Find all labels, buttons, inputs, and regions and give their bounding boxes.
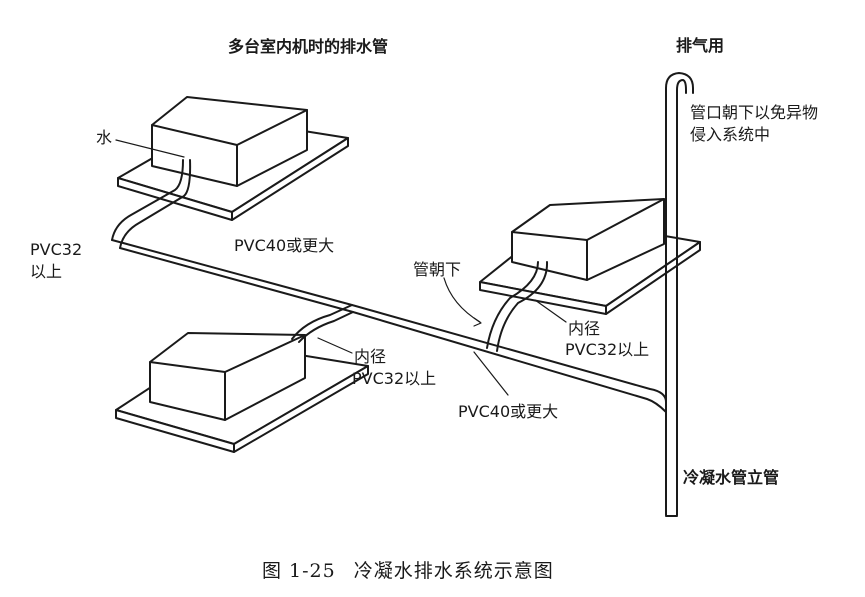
bottom-left-branch-pipe xyxy=(291,304,354,343)
riser-label: 冷凝水管立管 xyxy=(683,468,780,487)
main-pipe-label-upper: PVC40或更大 xyxy=(234,236,335,255)
right-diameter-line2: PVC32以上 xyxy=(565,340,650,359)
figure-caption-text: 冷凝水排水系统示意图 xyxy=(353,560,554,582)
right-indoor-unit xyxy=(479,198,701,315)
right-down-label: 管朝下 xyxy=(413,260,462,279)
vent-label: 排气用 xyxy=(676,36,725,55)
upper-left-indoor-unit xyxy=(117,96,349,221)
vent-riser-pipe xyxy=(665,72,694,517)
bottom-left-indoor-unit xyxy=(115,332,369,453)
main-pipe-label-lower: PVC40或更大 xyxy=(458,402,559,421)
vent-note-line1: 管口朝下以免异物 xyxy=(690,103,819,122)
bottom-diameter-line2: PVC32以上 xyxy=(352,369,437,388)
diagram-title: 多台室内机时的排水管 xyxy=(228,37,389,56)
main-drain-pipe xyxy=(111,239,667,413)
bottom-diameter-line1: 内径 xyxy=(354,347,387,366)
vent-note-line2: 侵入系统中 xyxy=(690,125,771,144)
left-pipe-label-line2: 以上 xyxy=(30,262,63,281)
right-branch-pipe xyxy=(486,261,549,352)
left-pipe-label-line1: PVC32 xyxy=(30,240,83,259)
leader-lines xyxy=(115,139,567,396)
figure-number: 图 1-25 xyxy=(262,560,336,582)
water-label: 水 xyxy=(96,128,113,147)
right-diameter-line1: 内径 xyxy=(568,319,601,338)
upper-left-branch-pipe xyxy=(111,159,192,249)
figure-caption: 图 1-25 冷凝水排水系统示意图 xyxy=(262,556,554,583)
